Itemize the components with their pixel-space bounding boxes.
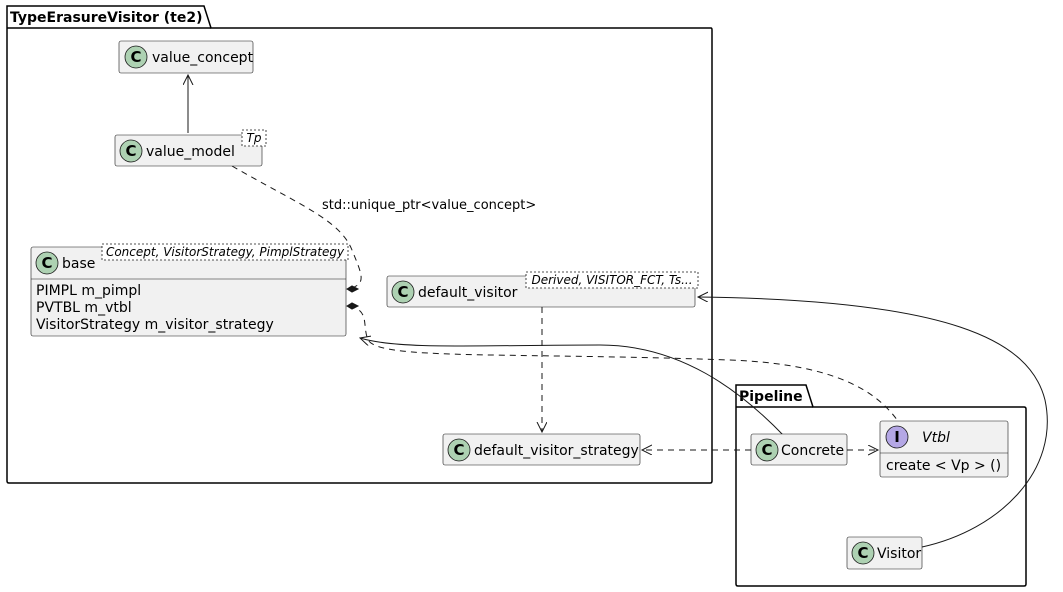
class-stereotype-letter: C [41,254,52,272]
field-m-vtbl: PVTBL m_vtbl [36,300,132,316]
field-m-pimpl: PIMPL m_pimpl [36,283,141,299]
class-name: Visitor [877,546,921,562]
class-stereotype-icon [124,45,148,69]
class-stereotype-icon [119,139,143,163]
method-create: create < Vp > () [886,458,1001,474]
class-stereotype-letter: C [453,441,464,459]
template-box [525,271,699,289]
class-stereotype-icon [851,541,875,565]
class-stereotype-letter: C [857,544,868,562]
class-default-visitor-strategy[interactable]: C default_visitor_strategy [442,433,641,466]
class-name: default_visitor [418,285,518,301]
class-stereotype-letter: C [130,48,141,66]
class-value-concept[interactable]: C value_concept [118,40,254,74]
composition-diamond-pimpl [346,285,360,293]
class-stereotype-letter: C [397,283,408,301]
package-pipeline: Pipeline [735,384,1027,587]
class-name: base [62,256,95,272]
class-base[interactable]: C base Concept, VisitorStrategy, PimplSt… [30,243,349,337]
template-params: Derived, VISITOR_FCT, Ts... [531,273,692,287]
class-stereotype-letter: C [125,142,136,160]
interface-vtbl[interactable]: I Vtbl create < Vp > () [879,420,1009,478]
template-params: Concept, VisitorStrategy, PimplStrategy [106,245,345,259]
class-name: value_model [146,144,235,160]
class-name: default_visitor_strategy [474,443,639,459]
class-value-model[interactable]: C value_model Tp [114,129,267,167]
composition-diamond-vtbl [346,302,360,310]
class-concrete[interactable]: C Concrete [750,433,848,466]
edge-vtbl-to-base [348,305,909,438]
interface-name: Vtbl [922,430,950,446]
package-pipeline-title: Pipeline [739,389,803,405]
edge-label-unique-ptr: std::unique_ptr<value_concept> [322,198,536,213]
edge-value-model-to-base [231,165,362,290]
class-stereotype-icon [35,251,59,275]
template-box [101,243,349,261]
edge-visitor-to-default-visitor [698,297,1048,548]
class-visitor[interactable]: C Visitor [846,536,923,570]
class-name: Concrete [781,443,844,459]
class-stereotype-icon [755,438,779,462]
interface-stereotype-letter: I [894,428,900,446]
class-stereotype-icon [391,280,415,304]
field-m-visitor-strategy: VisitorStrategy m_visitor_strategy [36,317,274,333]
edge-concrete-to-base [360,338,786,438]
class-stereotype-icon [447,438,471,462]
class-default-visitor[interactable]: C default_visitor Derived, VISITOR_FCT, … [386,271,699,308]
class-name: value_concept [152,50,254,66]
package-te2: TypeErasureVisitor (te2) [6,5,713,484]
interface-stereotype-icon [885,425,909,449]
package-te2-title: TypeErasureVisitor (te2) [10,10,202,26]
template-params: Tp [247,131,262,145]
template-box [241,129,267,147]
class-stereotype-letter: C [761,441,772,459]
